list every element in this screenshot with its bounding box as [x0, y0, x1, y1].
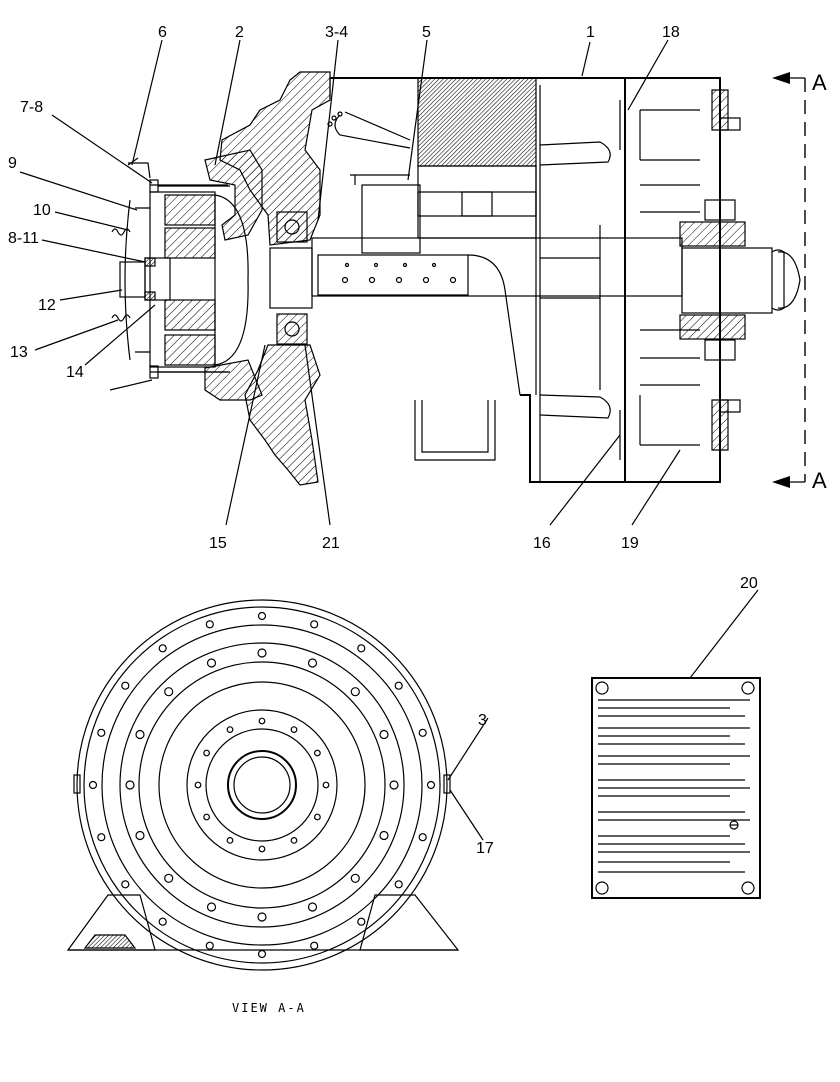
- bolt-hole: [257, 912, 267, 922]
- bolt-hole: [379, 729, 389, 740]
- bolt-hole: [88, 780, 98, 790]
- bolt-hole: [426, 780, 436, 790]
- bolt-hole: [206, 658, 217, 668]
- bolt-hole: [257, 648, 267, 658]
- bolt-hole: [205, 620, 214, 629]
- bolt-hole: [357, 644, 366, 653]
- shaft-holes: [341, 262, 457, 284]
- bolt-hole: [322, 781, 330, 789]
- bolt-hole: [158, 917, 167, 926]
- callout-6: 6: [158, 24, 167, 41]
- callout-14: 14: [66, 364, 84, 381]
- leader-lines-top: [19, 39, 681, 526]
- bolt-hole: [226, 726, 234, 733]
- bolt-hole: [258, 845, 266, 853]
- callout-9: 9: [8, 155, 17, 172]
- callout-15: 15: [209, 535, 227, 552]
- bolt-hole: [205, 941, 214, 950]
- bolt-hole: [158, 644, 167, 653]
- callout-16: 16: [533, 535, 551, 552]
- section-view: [109, 71, 806, 488]
- bolt-hole: [203, 813, 211, 821]
- bolt-hole: [357, 917, 366, 926]
- callout-21: 21: [322, 535, 340, 552]
- bolt-hole: [379, 830, 389, 841]
- callout-8-11: 8-11: [8, 230, 39, 247]
- bolt-hole: [389, 780, 399, 790]
- bolt-hole: [97, 833, 106, 842]
- bolt-hole: [258, 717, 266, 725]
- name-plate: [591, 589, 761, 899]
- callout-19: 19: [621, 535, 639, 552]
- bolt-hole: [310, 941, 319, 950]
- bolt-hole: [206, 902, 217, 912]
- callout-12: 12: [38, 297, 56, 314]
- bolt-hole: [394, 880, 403, 889]
- callout-5: 5: [422, 24, 431, 41]
- section-mark-bottom: A: [812, 468, 827, 493]
- bolt-hole: [135, 729, 145, 740]
- bolt-hole: [121, 681, 130, 690]
- bolt-hole: [350, 873, 360, 883]
- callout-10: 10: [33, 202, 51, 219]
- bolt-hole: [257, 949, 267, 959]
- bolt-hole: [418, 728, 427, 737]
- callout-7-8: 7-8: [20, 99, 43, 116]
- bolt-hole: [314, 749, 321, 757]
- bolt-hole: [290, 837, 298, 844]
- callout-1: 1: [586, 24, 595, 41]
- bolt-hole: [350, 687, 360, 697]
- fan-blades: [639, 109, 700, 446]
- view-a-a: [66, 599, 489, 971]
- bolt-hole: [203, 749, 211, 757]
- bolt-hole: [394, 681, 403, 690]
- bolt-hole: [307, 658, 318, 668]
- bolt-hole: [97, 728, 106, 737]
- callout-3-4: 3-4: [325, 24, 348, 41]
- bolt-hole: [290, 726, 298, 733]
- callout-3-view: 3: [478, 712, 487, 729]
- bolt-hole: [314, 813, 321, 821]
- bolt-hole: [135, 830, 145, 841]
- bolt-hole: [257, 611, 267, 621]
- bolt-hole: [125, 780, 135, 790]
- bolt-hole: [164, 687, 174, 697]
- bolt-hole: [307, 902, 318, 912]
- bolt-holes: [88, 611, 436, 959]
- bolt-hole: [121, 880, 130, 889]
- callout-17: 17: [476, 840, 494, 857]
- callout-18: 18: [662, 24, 680, 41]
- bolt-hole: [418, 833, 427, 842]
- bolt-hole: [194, 781, 202, 789]
- view-label: VIEW A-A: [232, 1001, 306, 1015]
- section-mark-top: A: [812, 70, 827, 95]
- bolt-hole: [164, 873, 174, 883]
- bolt-hole: [310, 620, 319, 629]
- bolt-hole: [226, 837, 234, 844]
- callout-13: 13: [10, 344, 28, 361]
- callout-20: 20: [740, 575, 758, 592]
- callout-2: 2: [235, 24, 244, 41]
